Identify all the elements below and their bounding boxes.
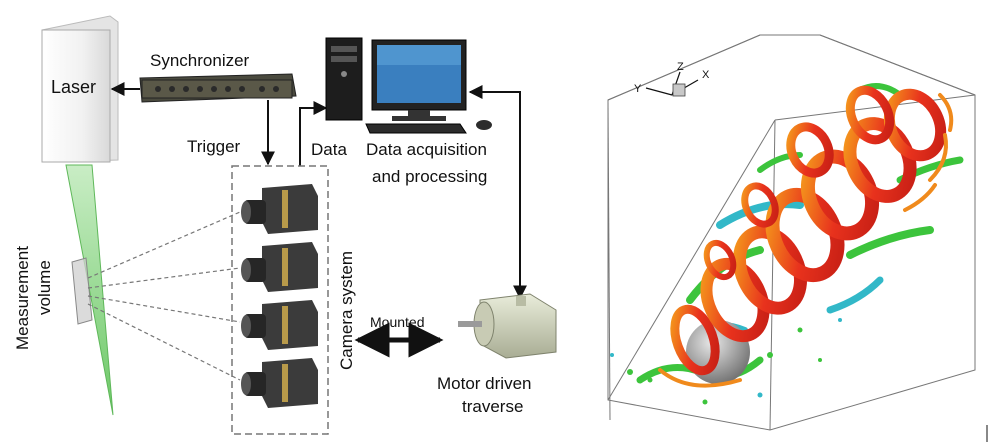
camera-2: [241, 242, 318, 292]
axis-x-label: X: [702, 69, 710, 81]
flow-visualization-panel: Y Z X: [585, 30, 988, 442]
traverse-label-line2: traverse: [462, 397, 523, 416]
measurement-volume-label-line2: volume: [35, 260, 54, 315]
data-arrow: [299, 101, 328, 166]
daq-label-line2: and processing: [372, 167, 487, 186]
camera-3: [241, 300, 318, 350]
traverse-label-line1: Motor driven: [437, 374, 531, 393]
camera-view-lines: [87, 211, 241, 381]
camera-system-label: Camera system: [337, 251, 356, 370]
camera-1: [241, 184, 318, 234]
laser-sheet: [65, 164, 114, 416]
control-link-arrow: [468, 85, 527, 300]
axis-y-label: Y: [634, 83, 642, 95]
laser-label: Laser: [51, 77, 96, 97]
computer-workstation: [325, 37, 492, 134]
synchronizer-label: Synchronizer: [150, 51, 250, 70]
data-label: Data: [311, 140, 347, 159]
mounted-label: Mounted: [370, 314, 424, 330]
daq-label-line1: Data acquisition: [366, 140, 487, 159]
camera-4: [241, 358, 318, 408]
measurement-volume-label-line1: Measurement: [13, 246, 32, 350]
experimental-setup-schematic: Laser Measurement volume: [13, 15, 557, 435]
synchronizer-device: Synchronizer: [139, 51, 297, 103]
camera-system-box: [231, 165, 329, 435]
axis-z-label: Z: [677, 61, 684, 73]
trigger-label: Trigger: [187, 137, 241, 156]
vortex-iso-surfaces: [610, 83, 964, 405]
motor-traverse: [458, 293, 557, 359]
laser-unit: Laser: [41, 15, 119, 163]
axis-triad: Y Z X: [634, 61, 710, 97]
